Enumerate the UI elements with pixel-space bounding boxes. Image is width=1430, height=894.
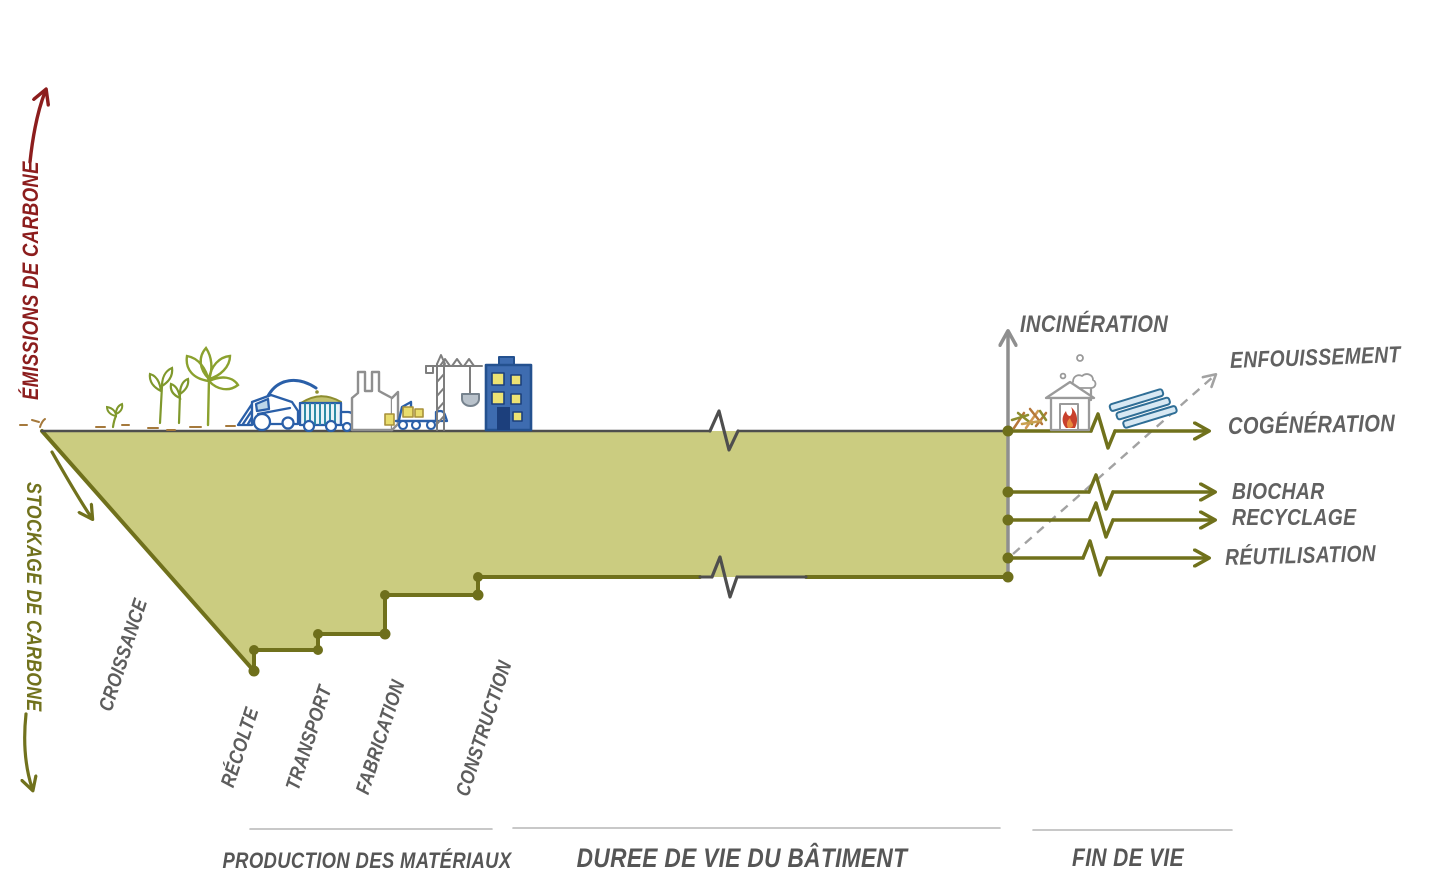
- stage-label-production: PRODUCTION DES MATÉRIAUX: [222, 848, 512, 873]
- seedlings-icon: [147, 366, 190, 431]
- vertex-dots: [248, 425, 1014, 677]
- incinerator-icon: [1044, 354, 1097, 432]
- down-arrow-icon: [25, 712, 32, 788]
- tower-crane-icon: [425, 354, 483, 431]
- timeline-break-bottom: [710, 555, 739, 599]
- eol-label-cogeneration: COGÉNÉRATION: [1227, 410, 1396, 440]
- storage-axis-label: STOCKAGE DE CARBONE: [22, 482, 45, 712]
- wood-pile-icon: [1010, 407, 1048, 430]
- building-icon: [484, 356, 533, 432]
- sprout-icon: [19, 402, 130, 429]
- eol-label-biochar: BIOCHAR: [1232, 478, 1325, 504]
- eol-label-reutilisation: RÉUTILISATION: [1224, 540, 1377, 570]
- timeline-break-top: [708, 409, 740, 452]
- emissions-axis-label: ÉMISSIONS DE CARBONE: [18, 161, 43, 400]
- biochar-line: [1006, 473, 1212, 511]
- planks-icon: [1108, 388, 1178, 429]
- stage-label-lifetime: DUREE DE VIE DU BÂTIMENT: [576, 843, 908, 873]
- eol-label-recyclage: RECYCLAGE: [1232, 504, 1357, 530]
- storage-slope-arrow: [50, 450, 91, 517]
- carbon-storage-area: [40, 429, 1008, 673]
- plant-icon: [185, 346, 240, 428]
- up-arrow-icon: [28, 92, 45, 164]
- landfill-dashed-arrow: [1012, 372, 1218, 555]
- stage-brackets: [249, 827, 1233, 831]
- recycling-line: [1006, 501, 1212, 539]
- grain-truck-icon: [298, 395, 357, 433]
- harvester-icon: [236, 379, 323, 432]
- stage-label-endoflife: FIN DE VIE: [1072, 844, 1184, 872]
- reuse-line: [1006, 539, 1206, 577]
- eol-label-incineration: INCINÉRATION: [1020, 311, 1169, 338]
